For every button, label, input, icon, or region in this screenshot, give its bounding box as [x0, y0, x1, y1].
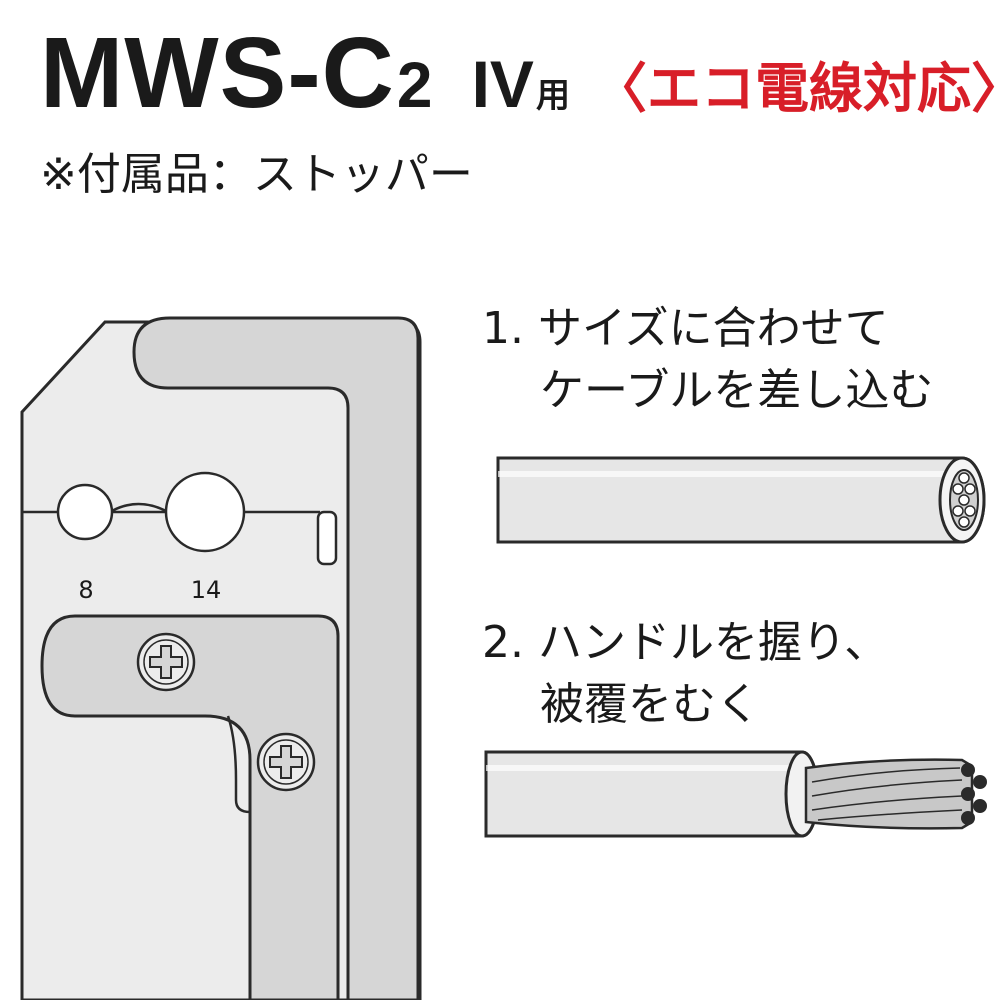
step-insert-cable: 1. サイズに合わせて ケーブルを差し込む: [482, 298, 933, 422]
hole-label-14: 14: [191, 576, 222, 604]
step-strip-cable: 2. ハンドルを握り、 被覆をむく: [482, 612, 888, 736]
step-1-line-1: 1. サイズに合わせて: [482, 303, 889, 354]
phillips-screw-icon: [136, 632, 196, 692]
cable-end-icon: [938, 456, 986, 544]
model-subscript: 2: [396, 49, 433, 121]
step-2-line-2: 被覆をむく: [540, 679, 760, 730]
stripper-arm-shadow: [226, 715, 251, 814]
strip-hole-connector: [109, 502, 169, 514]
cable-stripped-illustration: [484, 750, 987, 838]
step-2-line-1: 2. ハンドルを握り、: [482, 617, 889, 668]
model-name: MWS-C: [40, 17, 395, 129]
stripped-wire-icon: [804, 758, 987, 830]
hole-label-8: 8: [78, 576, 93, 604]
strip-hole-14: [164, 471, 246, 553]
variant-suffix: 用: [535, 76, 570, 116]
phillips-screw-icon: [256, 732, 316, 792]
variant-name: IV: [471, 47, 534, 121]
accessory-note: ※付属品：ストッパー: [40, 149, 473, 200]
stripper-frame: [132, 316, 420, 1000]
stripper-lower-arm: [40, 614, 340, 1000]
cable-insert-illustration: [496, 456, 986, 544]
page-title: MWS-C2 IV用 〈エコ電線対応〉: [40, 18, 1000, 128]
eco-wire-note: 〈エコ電線対応〉: [593, 57, 1000, 120]
step-1-line-2: ケーブルを差し込む: [540, 365, 934, 416]
strip-hole-8: [56, 483, 114, 541]
blade-slot: [316, 510, 338, 566]
